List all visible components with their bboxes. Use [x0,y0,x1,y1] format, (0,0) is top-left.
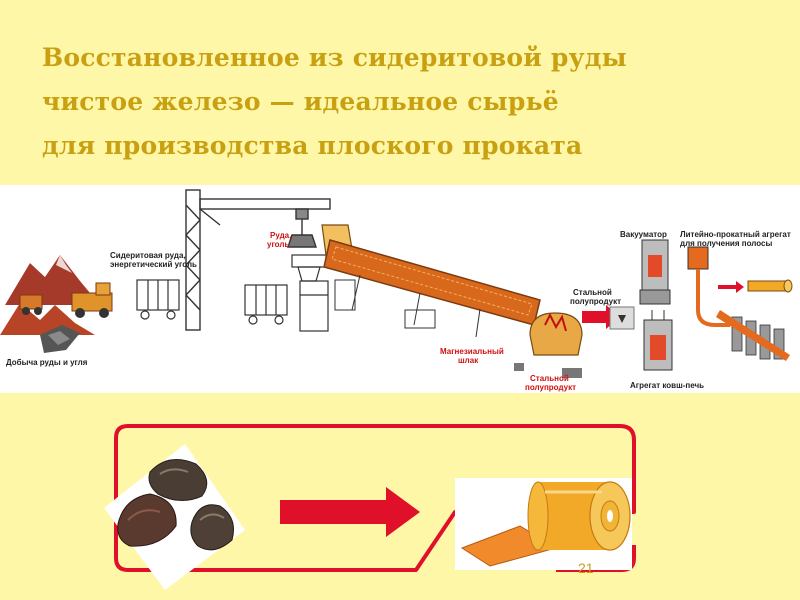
label-siderite-line2: энергетический уголь [110,260,197,269]
transformation-arrow-icon [280,487,420,537]
title-line-3: для производства плоского проката [42,131,583,160]
red-frame-tail [556,545,636,572]
red-rounded-frame [114,424,636,572]
label-casting-line2: для получения полосы [680,239,773,248]
furnace-icon [514,312,583,378]
rail-car-2-icon [244,284,288,325]
label-mining: Добыча руды и угля [6,358,88,367]
mining-scene-icon [0,255,113,353]
label-steel-semi-low-line1: Стальной [530,374,569,383]
label-steel-semi-right-line2: полупродукт [570,297,621,306]
label-magnesia-line1: Магнезиальный [440,347,504,356]
ore-samples-icon [104,444,245,590]
slide-title: Восстановленное из сидеритовой руды чист… [42,36,762,168]
label-casting-line1: Литейно-прокатный агрегат [680,230,791,239]
label-steel-semi-right-line1: Стальной [573,288,612,297]
label-siderite-line1: Сидеритовая руда, [110,251,186,260]
vacuum-degasser-icon [639,239,671,305]
casting-rolling-line-icon [687,246,793,361]
label-ore-coal-line1: Руда, [270,231,292,240]
steel-coil-icon [455,478,632,570]
ladle-furnace-icon [643,310,673,371]
label-vacuum: Вакууматор [620,230,667,239]
rotary-kiln-icon [323,239,541,338]
page-number: 21 [578,560,594,576]
title-line-1: Восстановленное из сидеритовой руды [42,43,627,72]
label-ore-coal-line2: уголь [267,240,290,249]
rail-car-1-icon [136,279,180,320]
title-line-2: чистое железо — идеальное сырьё [42,87,559,116]
process-diagram: Добыча руды и угля Сидеритовая руда, эне… [0,185,800,393]
flow-arrow-icon [582,305,635,330]
process-diagram-drawing [0,189,793,378]
label-steel-semi-low-line2: полупродукт [525,383,576,392]
gantry-crane-icon [185,189,331,331]
label-magnesia-line2: шлак [458,356,479,365]
label-ladle-furnace: Агрегат ковш-печь [630,381,705,390]
